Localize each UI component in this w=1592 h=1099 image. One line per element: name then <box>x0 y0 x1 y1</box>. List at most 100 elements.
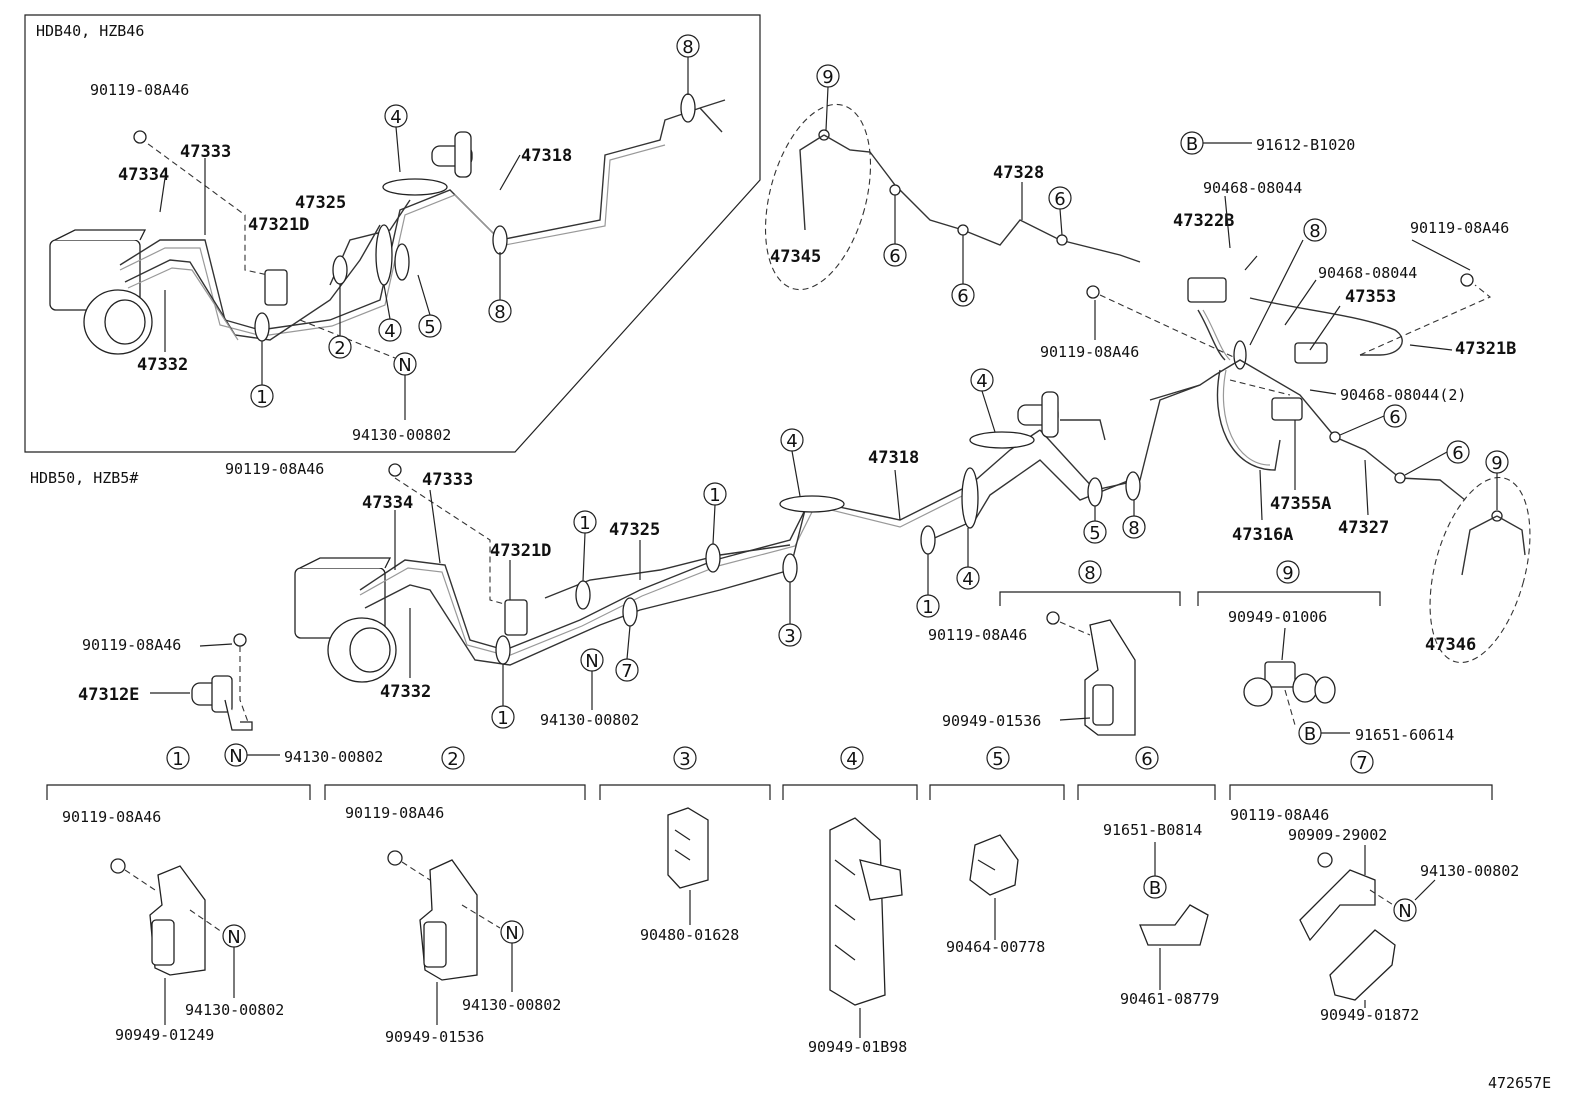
master-cylinder-top <box>49 229 153 355</box>
svg-text:6: 6 <box>1141 749 1152 770</box>
clamp-90480-01628 <box>667 807 709 889</box>
clamp-90949-01006 <box>1243 661 1336 707</box>
part-label: 90949-01536 <box>385 1028 484 1046</box>
brake-pipes-top <box>119 99 726 341</box>
part-label: 90480-01628 <box>640 926 739 944</box>
part-label: 47346 <box>1425 635 1476 655</box>
callout-3: 3 <box>673 746 697 770</box>
bolt-icon <box>110 858 126 874</box>
callout-9: 9 <box>1276 560 1300 584</box>
callout-8: 8 <box>1303 218 1327 242</box>
callout-1: 1 <box>166 746 190 770</box>
clamp-90464-00778 <box>969 834 1019 896</box>
svg-text:1: 1 <box>497 708 508 729</box>
clamp-ring <box>680 93 696 123</box>
part-label: 90119-08A46 <box>1040 343 1139 361</box>
svg-text:2: 2 <box>334 338 345 359</box>
part-label: 47312E <box>78 685 139 705</box>
callout-4: 4 <box>384 104 408 128</box>
svg-text:4: 4 <box>976 371 987 392</box>
svg-text:N: N <box>227 927 240 948</box>
part-label: 90949-01006 <box>1228 608 1327 626</box>
svg-text:5: 5 <box>992 749 1003 770</box>
callout-1: 1 <box>491 705 515 729</box>
svg-text:B: B <box>1149 878 1161 899</box>
callout-6: 6 <box>1446 440 1470 464</box>
brake-pipes-bottom <box>359 384 1201 666</box>
callout-N: N <box>393 352 417 376</box>
part-label: 47328 <box>993 163 1044 183</box>
bracket-47353 <box>1294 342 1328 364</box>
clamp-ring <box>375 224 393 286</box>
svg-text:9: 9 <box>1491 453 1502 474</box>
svg-text:1: 1 <box>256 387 267 408</box>
svg-text:6: 6 <box>1054 189 1065 210</box>
part-label: 47327 <box>1338 518 1389 538</box>
part-label: 47325 <box>295 193 346 213</box>
part-label: 94130-00802 <box>185 1001 284 1019</box>
callout-8: 8 <box>1078 560 1102 584</box>
callout-5: 5 <box>986 746 1010 770</box>
callout-5: 5 <box>418 314 442 338</box>
svg-text:8: 8 <box>1309 221 1320 242</box>
bracket-47321D-top <box>264 269 288 306</box>
part-label: 90909-29002 <box>1288 826 1387 844</box>
clamp-ring <box>332 255 348 285</box>
part-label: 90468-08044 <box>1318 264 1417 282</box>
part-label: 47353 <box>1345 287 1396 307</box>
part-label: 90119-08A46 <box>345 804 444 822</box>
bolt-icon <box>1317 852 1333 868</box>
callout-1: 1 <box>916 594 940 618</box>
callout-4: 4 <box>970 368 994 392</box>
part-label: 47322B <box>1173 211 1234 231</box>
clamp-90949-01872 <box>1329 929 1396 1001</box>
callout-4: 4 <box>840 746 864 770</box>
part-label: 90119-08A46 <box>928 626 1027 644</box>
part-label: 94130-00802 <box>352 426 451 444</box>
svg-text:8: 8 <box>682 37 693 58</box>
part-label: 47321D <box>490 541 551 561</box>
part-label: 90119-08A46 <box>90 81 189 99</box>
bolt-icon <box>1046 611 1060 625</box>
svg-text:N: N <box>229 746 242 767</box>
clamp-ring <box>492 225 508 255</box>
part-label: 47321D <box>248 215 309 235</box>
callout-B: B <box>1180 131 1204 155</box>
flexible-hose <box>1197 309 1281 471</box>
bolt-icon <box>1086 285 1100 299</box>
svg-text:6: 6 <box>1452 443 1463 464</box>
sensor-47312E <box>191 675 253 731</box>
part-label: 47321B <box>1455 339 1516 359</box>
part-label: 90119-08A46 <box>225 460 324 478</box>
svg-text:B: B <box>1186 134 1198 155</box>
clamp-90949-01B98 <box>829 817 886 1006</box>
master-cylinder-bottom <box>294 557 397 683</box>
svg-text:6: 6 <box>957 286 968 307</box>
callout-B: B <box>1143 875 1167 899</box>
part-label: 47332 <box>380 682 431 702</box>
callout-2: 2 <box>441 746 465 770</box>
svg-text:9: 9 <box>1282 563 1293 584</box>
callout-8: 8 <box>1122 515 1146 539</box>
part-label: 90468-08044 <box>1203 179 1302 197</box>
callout-7: 7 <box>615 658 639 682</box>
callout-6: 6 <box>951 283 975 307</box>
part-label: 47334 <box>118 165 169 185</box>
callout-6: 6 <box>883 243 907 267</box>
callout-1: 1 <box>703 482 727 506</box>
part-label: 47318 <box>521 146 572 166</box>
bracket-47322B <box>1187 277 1227 303</box>
clamp-ring <box>705 543 721 573</box>
svg-text:4: 4 <box>390 107 401 128</box>
top-variant-label: HDB40, HZB46 <box>36 22 144 40</box>
callout-4: 4 <box>780 428 804 452</box>
svg-text:4: 4 <box>786 431 797 452</box>
part-label: 47345 <box>770 247 821 267</box>
part-label: 90468-08044(2) <box>1340 386 1466 404</box>
clamp-ring <box>394 243 410 281</box>
svg-text:3: 3 <box>784 626 795 647</box>
proportioning-valve-bottom <box>1017 391 1059 438</box>
part-label: 90949-01B98 <box>808 1038 907 1056</box>
svg-text:3: 3 <box>679 749 690 770</box>
part-label: 47333 <box>422 470 473 490</box>
